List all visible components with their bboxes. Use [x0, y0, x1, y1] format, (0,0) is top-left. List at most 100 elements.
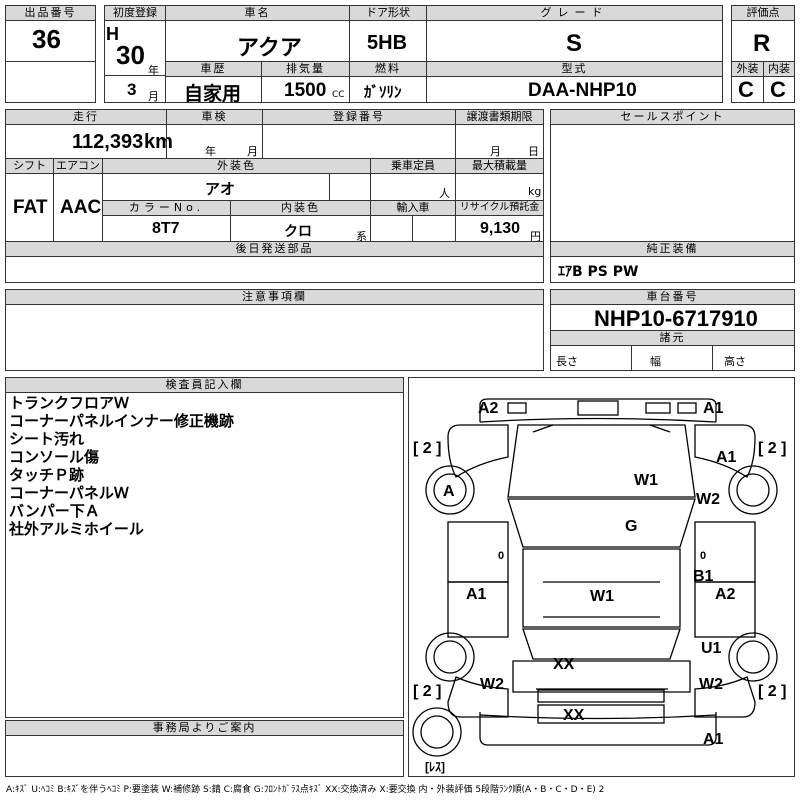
- recycle-header: リサイクル預託金: [455, 200, 544, 216]
- legend: A:ｷｽﾞ U:ﾍｺﾐ B:ｷｽﾞを伴うﾍｺﾐ P:要塗装 W:補修跡 S:錆 …: [6, 785, 605, 795]
- height-label: 高さ: [724, 355, 746, 368]
- inspection-header: 車検: [166, 109, 263, 125]
- note-line: シート汚れ: [9, 430, 85, 448]
- int-color-suffix: 系: [356, 230, 367, 243]
- history: 自家用: [184, 83, 242, 105]
- import-header: 輸入車: [370, 200, 456, 216]
- displacement: 1500: [284, 80, 327, 101]
- exterior-score: C: [738, 77, 754, 102]
- mark-door-r: A2: [715, 586, 736, 603]
- mark-roof: W1: [590, 588, 614, 605]
- lot-no-lower: [5, 61, 96, 103]
- note-line: タッチＰ跡: [9, 466, 85, 484]
- max-load-header: 最大積載量: [455, 158, 544, 174]
- door-type: 5HB: [367, 32, 408, 54]
- capacity-header: 乗車定員: [370, 158, 456, 174]
- genuine-equip-cell: [550, 256, 795, 283]
- mark-windshield: G: [625, 518, 638, 535]
- transfer-day-unit: 日: [528, 145, 539, 158]
- ext-color: アオ: [205, 180, 236, 198]
- mark-rear-bumper: XX: [563, 707, 585, 724]
- note-line: コンソール傷: [9, 448, 100, 466]
- reg-no-header: 登録番号: [262, 109, 456, 125]
- ext-color-cell-2: [329, 173, 371, 201]
- note-line: バンパー下Ａ: [9, 502, 100, 520]
- mark-fr-left: A2: [478, 400, 499, 417]
- reg-no-cell: [262, 124, 456, 159]
- aircon-header: エアコン: [53, 158, 103, 174]
- chassis-no: NHP10-6717910: [594, 306, 758, 331]
- score-header: 評価点: [731, 5, 795, 21]
- genuine-equip: ｴｱB PS PW: [558, 264, 639, 280]
- mark-fr-right: A1: [703, 400, 724, 417]
- mark-rear-a1: A1: [703, 731, 724, 748]
- mark-rear-fender-r: U1: [701, 640, 722, 657]
- insp-year-unit: 年: [205, 145, 216, 158]
- interior-score: C: [770, 77, 786, 102]
- car-name-header: 車名: [165, 5, 350, 21]
- mileage: 112,393: [72, 131, 144, 153]
- mark-pillar-r: B1: [693, 568, 714, 585]
- mark-rr-bracket: [ 2 ]: [758, 683, 787, 700]
- inspector-header: 検査員記入欄: [5, 377, 404, 393]
- exterior-header: 外装: [731, 61, 764, 77]
- mark-door-l-0: 0: [498, 550, 505, 562]
- genuine-equip-header: 純正装備: [550, 241, 795, 257]
- first-reg-header: 初度登録: [104, 5, 166, 21]
- caution-area: [5, 304, 544, 371]
- person-unit: 人: [439, 187, 450, 200]
- inspector-area: [5, 392, 404, 718]
- sales-point-header: セールスポイント: [550, 109, 795, 125]
- month-unit: 月: [148, 90, 159, 103]
- mark-fr-fender: A1: [716, 449, 737, 466]
- transfer-month-unit: 月: [490, 145, 501, 158]
- interior-header: 内装: [763, 61, 795, 77]
- era-letter: H: [106, 24, 119, 44]
- fuel: ｶﾞｿﾘﾝ: [364, 83, 402, 101]
- mark-door-l: A1: [466, 586, 487, 603]
- note-line: コーナーパネルインナー修正機跡: [9, 412, 234, 430]
- note-line: コーナーパネルＷ: [9, 484, 129, 502]
- score: R: [753, 30, 771, 57]
- km-unit: km: [144, 131, 173, 153]
- specs-header: 諸元: [550, 330, 795, 346]
- import-cell: [370, 215, 413, 242]
- shift: FAT: [13, 197, 48, 218]
- shift-header: シフト: [5, 158, 54, 174]
- mark-rear-r: W2: [699, 676, 723, 693]
- mark-fender-r: W2: [696, 491, 720, 508]
- int-color-header: 内装色: [230, 200, 371, 216]
- note-line: 社外アルミホイール: [9, 520, 144, 538]
- yen-unit: 円: [530, 230, 541, 243]
- color-no: 8T7: [152, 220, 180, 237]
- mark-spare: [ﾚｽ]: [425, 760, 445, 774]
- note-line: トランクフロアＷ: [9, 394, 130, 412]
- mark-trunk: XX: [553, 656, 575, 673]
- later-parts-header: 後日発送部品: [5, 241, 544, 257]
- office-header: 事務局よりご案内: [5, 720, 404, 736]
- color-no-header: カラーNo.: [102, 200, 231, 216]
- mark-wheel-fl: A: [443, 483, 455, 500]
- aircon: AAC: [60, 197, 102, 218]
- chassis-header: 車台番号: [550, 289, 795, 305]
- mark-fr-bracket: [ 2 ]: [758, 440, 787, 457]
- grade: S: [566, 30, 583, 57]
- displacement-header: 排気量: [261, 61, 350, 77]
- mileage-header: 走行: [5, 109, 167, 125]
- import-cell-2: [412, 215, 456, 242]
- length-label: 長さ: [556, 355, 578, 368]
- height-cell: [712, 345, 795, 371]
- reg-month: 3: [127, 80, 137, 99]
- model: DAA-NHP10: [528, 80, 637, 101]
- mark-hood: W1: [634, 472, 658, 489]
- model-header: 型式: [426, 61, 723, 77]
- mark-rl-bracket: [ 2 ]: [413, 683, 442, 700]
- cc-unit: CC: [332, 90, 345, 100]
- sales-point-area: [550, 124, 795, 242]
- office-area: [5, 735, 404, 777]
- mark-door-r-0: 0: [700, 550, 707, 562]
- car-name: アクア: [237, 36, 302, 61]
- kg-unit: kg: [528, 185, 542, 198]
- history-header: 車歴: [165, 61, 262, 77]
- mark-fl-bracket: [ 2 ]: [413, 440, 442, 457]
